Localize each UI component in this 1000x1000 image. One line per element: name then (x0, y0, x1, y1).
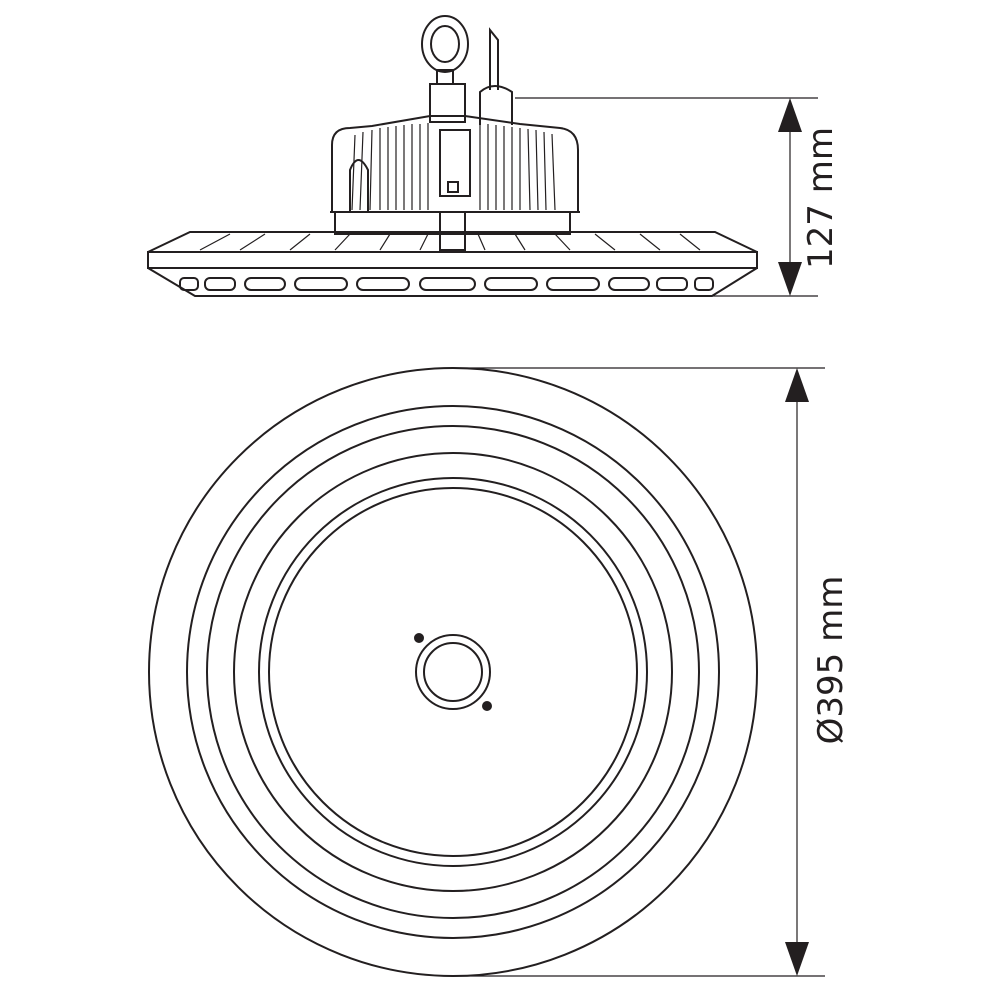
diameter-dimension: Ø395 mm (453, 367, 851, 977)
arrow-up-icon (778, 98, 802, 132)
side-view: 127 mm (147, 15, 841, 297)
diameter-label: Ø395 mm (811, 576, 851, 745)
heatsink-housing (330, 115, 580, 251)
screw-icon (414, 633, 424, 643)
height-dimension: 127 mm (515, 97, 841, 297)
height-label: 127 mm (801, 127, 841, 269)
screw-icon (482, 701, 492, 711)
center-hub (414, 633, 492, 711)
eye-bolt (421, 15, 469, 123)
reflector-disc (147, 231, 758, 297)
arrow-up-icon (785, 368, 809, 402)
arrow-down-icon (785, 942, 809, 976)
power-cable (479, 27, 513, 125)
arrow-down-icon (778, 262, 802, 296)
bottom-view: Ø395 mm (148, 367, 851, 977)
